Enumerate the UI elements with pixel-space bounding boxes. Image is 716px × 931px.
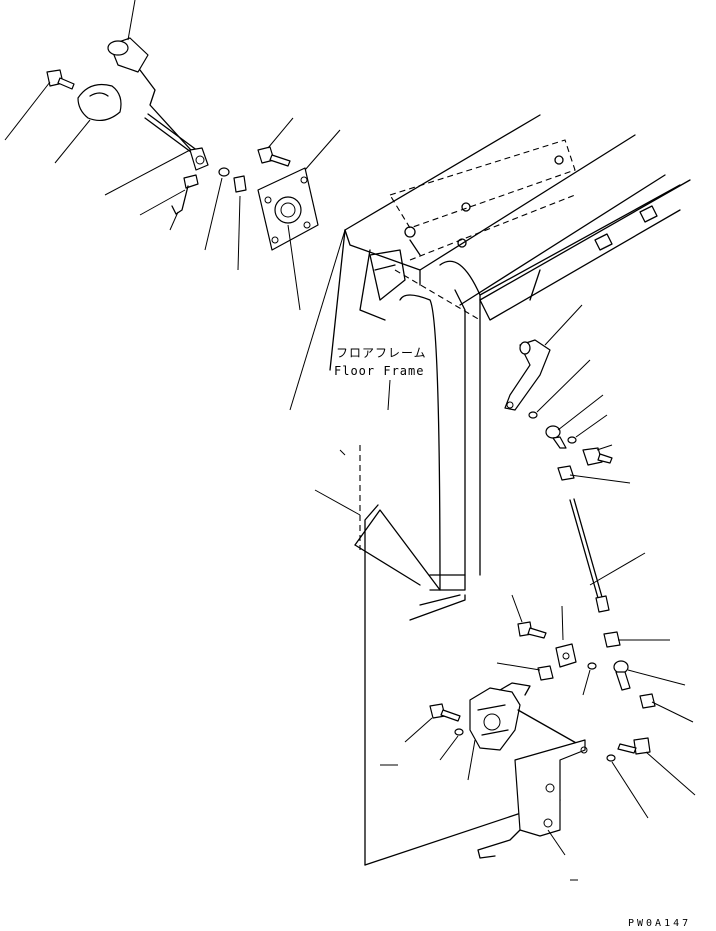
floor-frame-label: フロアフレーム Floor Frame bbox=[334, 346, 427, 378]
bracket bbox=[477, 739, 588, 859]
bolt-left-lower bbox=[404, 703, 461, 743]
washer-3 bbox=[582, 662, 597, 696]
drawing-code: PW0A147 bbox=[628, 918, 691, 929]
washer-4 bbox=[606, 754, 649, 819]
small-bolt bbox=[139, 174, 199, 231]
pedal-assembly bbox=[467, 682, 586, 781]
washer-2 bbox=[567, 414, 608, 444]
nut-right-3 bbox=[639, 693, 694, 723]
rod-end-2 bbox=[613, 660, 686, 691]
top-left-parts bbox=[4, 0, 346, 411]
washer-lower bbox=[439, 728, 464, 761]
collar bbox=[233, 175, 247, 271]
block bbox=[555, 605, 577, 668]
clamp bbox=[104, 147, 209, 196]
linkage-parts bbox=[314, 304, 696, 881]
rod-end-1 bbox=[545, 394, 604, 449]
floor-frame-label-en: Floor Frame bbox=[334, 364, 424, 378]
floor-frame-label-jp: フロアフレーム bbox=[336, 346, 427, 360]
cover-cup bbox=[54, 83, 122, 164]
washer bbox=[204, 167, 230, 251]
bolt-plate bbox=[257, 117, 294, 167]
mount-plate bbox=[257, 129, 341, 311]
bolt-mid-1 bbox=[511, 594, 547, 639]
washer-1 bbox=[528, 359, 591, 419]
bolt-top-left bbox=[4, 69, 75, 141]
nut-right-1 bbox=[557, 465, 631, 484]
bolt-right-1 bbox=[582, 444, 613, 466]
lever-arm bbox=[504, 304, 583, 411]
nut-right-2 bbox=[603, 631, 670, 648]
threaded-rod bbox=[569, 498, 646, 613]
nut-mid bbox=[496, 662, 554, 681]
bolt-right-lower bbox=[617, 737, 696, 796]
knob bbox=[107, 0, 149, 73]
